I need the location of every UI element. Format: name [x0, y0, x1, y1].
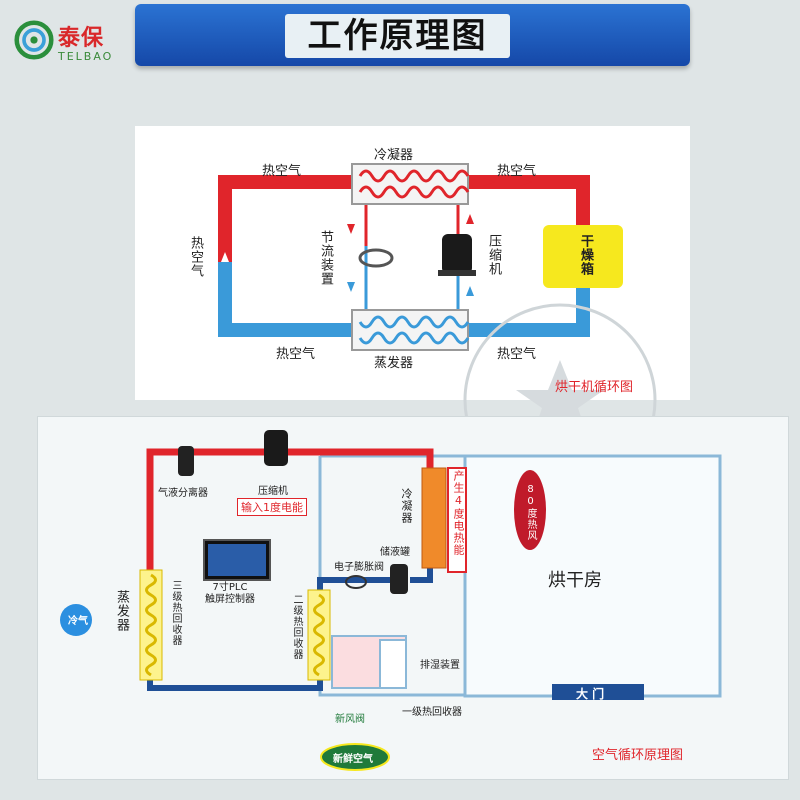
cold-air-label: 冷气	[68, 616, 88, 627]
hot-wind-label: 80度热风	[525, 484, 536, 541]
door	[552, 684, 644, 700]
power-input-label: 输入1度电能	[237, 498, 307, 516]
compressor-label: 压缩机	[486, 234, 501, 276]
compressor-icon-2	[264, 430, 288, 466]
header: 泰保 TELBAO 工作原理图	[0, 0, 800, 78]
dehumid-label: 排湿装置	[420, 660, 460, 671]
tank-icon	[390, 564, 408, 594]
drying-room-label: 烘干房	[548, 570, 602, 591]
compressor2-label: 压缩机	[258, 486, 288, 497]
throttle-device-icon	[358, 248, 394, 268]
brand-name-en: TELBAO	[58, 50, 114, 63]
plc-label: 7寸PLC 触屏控制器	[205, 582, 255, 605]
fresh-air-badge	[320, 743, 390, 771]
hot-air-label: 热空气	[497, 347, 537, 362]
evaporator2-label: 蒸发器	[114, 590, 129, 632]
dryer-box-label: 干燥箱	[578, 234, 593, 276]
hot-air-vertical-label: 热空气	[188, 236, 203, 278]
condenser2-label: 冷凝器	[400, 488, 413, 524]
hot-wind-badge	[514, 470, 546, 550]
recovery2-label: 二级热回收器	[291, 594, 302, 660]
tank-label: 储液罐	[380, 547, 410, 558]
separator-icon	[178, 446, 194, 476]
evaporator-label: 蒸发器	[374, 356, 414, 371]
brand-logo: 泰保 TELBAO	[10, 14, 122, 74]
throttle-label: 节流装置	[318, 230, 333, 286]
condenser-coil	[421, 467, 447, 569]
fresh-air-label: 新鲜空气	[333, 754, 373, 765]
condenser-label: 冷凝器	[374, 148, 414, 163]
brand-name-cn: 泰保	[58, 26, 105, 51]
produce-heat-label: 产生4度电热能	[452, 470, 465, 556]
logo-swirl-icon	[14, 20, 54, 60]
air-cycle-caption: 空气循环原理图	[592, 748, 684, 763]
door-label: 大 门	[576, 687, 605, 701]
recovery3-label: 三级热回收器	[170, 580, 181, 646]
hot-air-label: 热空气	[276, 347, 316, 362]
separator-label: 气液分离器	[158, 488, 208, 499]
dryer-cycle-caption: 烘干机循环图	[555, 380, 634, 395]
valve-icon	[345, 575, 367, 589]
hot-air-label: 热空气	[262, 164, 302, 179]
cold-air-badge	[60, 604, 92, 636]
title-plate	[285, 14, 510, 58]
exp-valve-label: 电子膨胀阀	[334, 562, 384, 573]
hot-air-label: 热空气	[497, 164, 537, 179]
fresh-valve-label: 新风阀	[335, 714, 365, 725]
page-title: 工作原理图	[307, 16, 488, 56]
drying-room-outline	[463, 454, 722, 698]
compressor-icon	[442, 234, 472, 274]
dryer-box	[543, 225, 623, 288]
recovery1-label: 一级热回收器	[402, 707, 462, 718]
